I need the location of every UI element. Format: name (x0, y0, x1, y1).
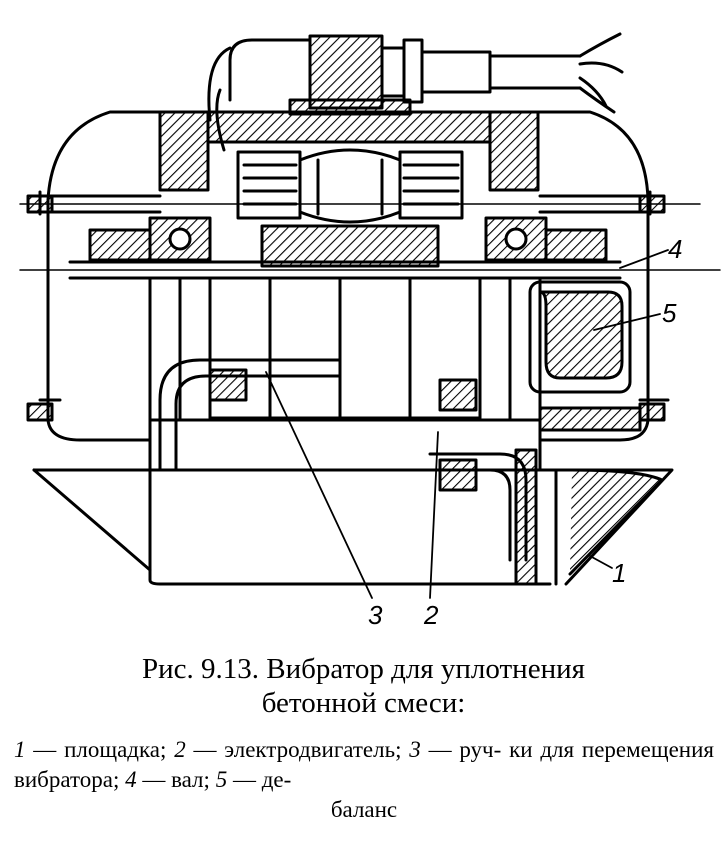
legend-num-5: 5 (215, 767, 228, 792)
shaft (19, 224, 721, 280)
label-3: 3 (368, 600, 383, 630)
legend-num-1: 1 (14, 737, 26, 762)
electric-motor-body (26, 276, 670, 472)
legend-text-4: — вал; (136, 767, 216, 792)
legend-num-2: 2 (174, 737, 186, 762)
caption-title-line-1: Рис. 9.13. Вибратор для уплотнения (142, 653, 585, 685)
shaft-bearings (88, 216, 608, 262)
vibrator-cross-section-drawing: 1 2 3 4 5 (19, 32, 721, 630)
label-4: 4 (668, 234, 682, 264)
caption-title-line-2: бетонной смеси: (261, 687, 466, 719)
debalance (528, 280, 632, 394)
legend-text-3b: ки для перемещения вибратора; (14, 737, 714, 792)
upper-tie-bolts (19, 190, 701, 216)
leader-lines (265, 249, 669, 599)
legend-text-1: — площадка; (25, 737, 175, 762)
stator-winding (236, 148, 464, 224)
label-2: 2 (423, 600, 439, 630)
legend-text-2: — электродвигатель; (185, 737, 410, 762)
legend-num-4: 4 (125, 767, 137, 792)
label-1: 1 (612, 558, 626, 588)
legend-text-3a: — руч- (420, 737, 502, 762)
legend-num-3: 3 (409, 737, 421, 762)
caption-title: Рис. 9.13. Вибратор для уплотнения бетон… (0, 652, 727, 720)
label-5: 5 (662, 298, 677, 328)
caption-legend: 1 — площадка; 2 — электродвигатель; 3 — … (14, 735, 714, 825)
platform (32, 448, 674, 586)
moving-handles (158, 358, 528, 562)
legend-text-5a: — де- (227, 767, 292, 792)
legend-text-5b: баланс (330, 797, 398, 822)
figure-caption: Рис. 9.13. Вибратор для уплотнения бетон… (0, 652, 727, 720)
motor-top-cover (158, 98, 540, 192)
